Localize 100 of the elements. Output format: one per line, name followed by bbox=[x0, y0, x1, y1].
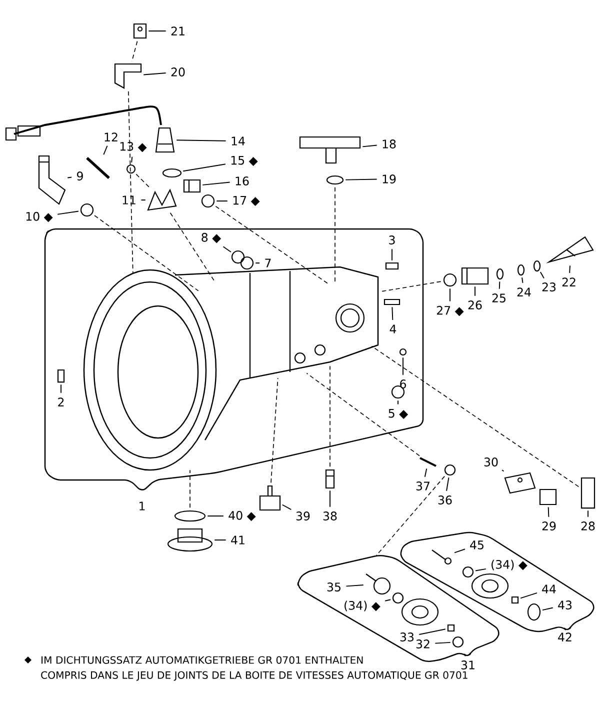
legend-text: IM DICHTUNGSSATZ AUTOMATIKGETRIEBE GR 0701 ENTHALTEN bbox=[42, 656, 363, 664]
ring bbox=[240, 256, 254, 270]
leader-line bbox=[569, 265, 570, 274]
callout-number: 21 bbox=[171, 26, 184, 36]
callout-number: 43 bbox=[558, 600, 572, 610]
washer bbox=[533, 260, 541, 272]
transmission-housing-drawing bbox=[83, 266, 379, 471]
clip bbox=[511, 596, 519, 604]
leader-line bbox=[103, 145, 108, 156]
callout-number: 16 bbox=[236, 176, 249, 186]
callout-number: 35 bbox=[327, 582, 340, 592]
cap-drawing bbox=[259, 485, 281, 511]
leader-line bbox=[384, 599, 392, 602]
leader-line bbox=[522, 277, 524, 284]
sensor-drawing bbox=[548, 236, 594, 263]
clip bbox=[447, 624, 455, 632]
leader-line bbox=[143, 72, 166, 76]
leader-line bbox=[542, 607, 554, 611]
callout-number: 17 ◆ bbox=[233, 196, 260, 206]
cover-drawing bbox=[167, 528, 213, 552]
callout-number: 39 bbox=[296, 512, 310, 520]
callout-number: 9 bbox=[77, 172, 83, 180]
leader-line bbox=[282, 504, 292, 510]
leader-line bbox=[520, 592, 538, 599]
leader-line bbox=[148, 30, 166, 32]
center-line bbox=[170, 212, 214, 281]
center-line bbox=[94, 215, 199, 292]
shaft-drawing bbox=[431, 549, 452, 565]
leader-line bbox=[498, 281, 500, 290]
bolt bbox=[539, 488, 557, 506]
leader-line bbox=[540, 271, 544, 279]
callout-number: 14 bbox=[232, 136, 245, 146]
callout-number: 3 bbox=[389, 236, 395, 244]
plug-drawing bbox=[183, 179, 201, 193]
ring bbox=[126, 164, 136, 174]
plate-drawing bbox=[504, 472, 536, 494]
callout-number: 12 bbox=[104, 132, 118, 142]
handle-drawing bbox=[299, 136, 361, 164]
leader-line bbox=[475, 568, 486, 572]
connector-drawing bbox=[155, 127, 175, 153]
pin bbox=[385, 262, 399, 270]
callout-number: 13 ◆ bbox=[120, 142, 147, 152]
leader-line bbox=[548, 506, 550, 518]
callout-number: 18 bbox=[382, 140, 396, 148]
callout-number: 19 bbox=[382, 174, 396, 184]
callout-number: 15 ◆ bbox=[231, 156, 258, 166]
callout-number: 26 bbox=[468, 300, 482, 310]
shaft-drawing bbox=[365, 573, 391, 595]
cap bbox=[444, 464, 456, 476]
leader-line bbox=[434, 642, 451, 644]
callout-number: 45 bbox=[470, 540, 484, 550]
center-line bbox=[306, 372, 420, 456]
leader-line bbox=[222, 246, 232, 253]
center-line bbox=[376, 476, 445, 556]
leader-line bbox=[57, 210, 79, 215]
leader-line bbox=[67, 176, 72, 178]
washer bbox=[201, 194, 215, 208]
callout-number: 22 bbox=[562, 278, 576, 286]
callout-number: 10 ◆ bbox=[26, 212, 53, 222]
callout-number: 20 bbox=[171, 68, 185, 76]
pin-drawing bbox=[86, 156, 110, 180]
callout-number: (34) ◆ bbox=[492, 560, 528, 570]
callout-number: (34) ◆ bbox=[344, 600, 380, 612]
center-line bbox=[334, 186, 336, 284]
leader-line bbox=[424, 468, 428, 478]
callout-number: 7 bbox=[265, 258, 271, 268]
center-line bbox=[128, 90, 134, 274]
washer bbox=[443, 273, 457, 287]
leader-line bbox=[502, 470, 504, 472]
callout-number: 37 bbox=[416, 482, 430, 490]
center-line bbox=[371, 346, 580, 488]
leader-line bbox=[362, 144, 378, 148]
callout-number: 38 bbox=[323, 512, 337, 520]
cap bbox=[527, 603, 541, 621]
callout-number: 40 ◆ bbox=[228, 510, 256, 522]
leader-line bbox=[454, 548, 466, 554]
leader-line bbox=[402, 357, 404, 376]
o-ring bbox=[162, 168, 182, 178]
callout-number: 33 bbox=[400, 632, 414, 642]
callout-number: 11 bbox=[122, 196, 136, 204]
leader-line bbox=[202, 182, 230, 186]
screw-drawing bbox=[420, 457, 436, 467]
ring bbox=[462, 566, 474, 578]
leader-line bbox=[216, 200, 228, 202]
washer bbox=[517, 264, 525, 276]
callout-number: 25 bbox=[492, 294, 506, 302]
leader-line bbox=[255, 262, 260, 264]
callout-number: 36 bbox=[438, 496, 452, 504]
leader-line bbox=[346, 584, 364, 587]
callout-number: 41 bbox=[231, 536, 244, 544]
leader-line bbox=[345, 178, 378, 180]
cap bbox=[452, 636, 464, 648]
callout-number: 8 ◆ bbox=[202, 232, 222, 244]
bushing-drawing bbox=[461, 267, 489, 285]
callout-number: 32 bbox=[416, 640, 430, 648]
ring bbox=[392, 592, 404, 604]
ring bbox=[174, 510, 206, 522]
callout-number: 4 bbox=[390, 324, 396, 334]
leader-line bbox=[176, 140, 226, 142]
leader-line bbox=[418, 628, 446, 635]
